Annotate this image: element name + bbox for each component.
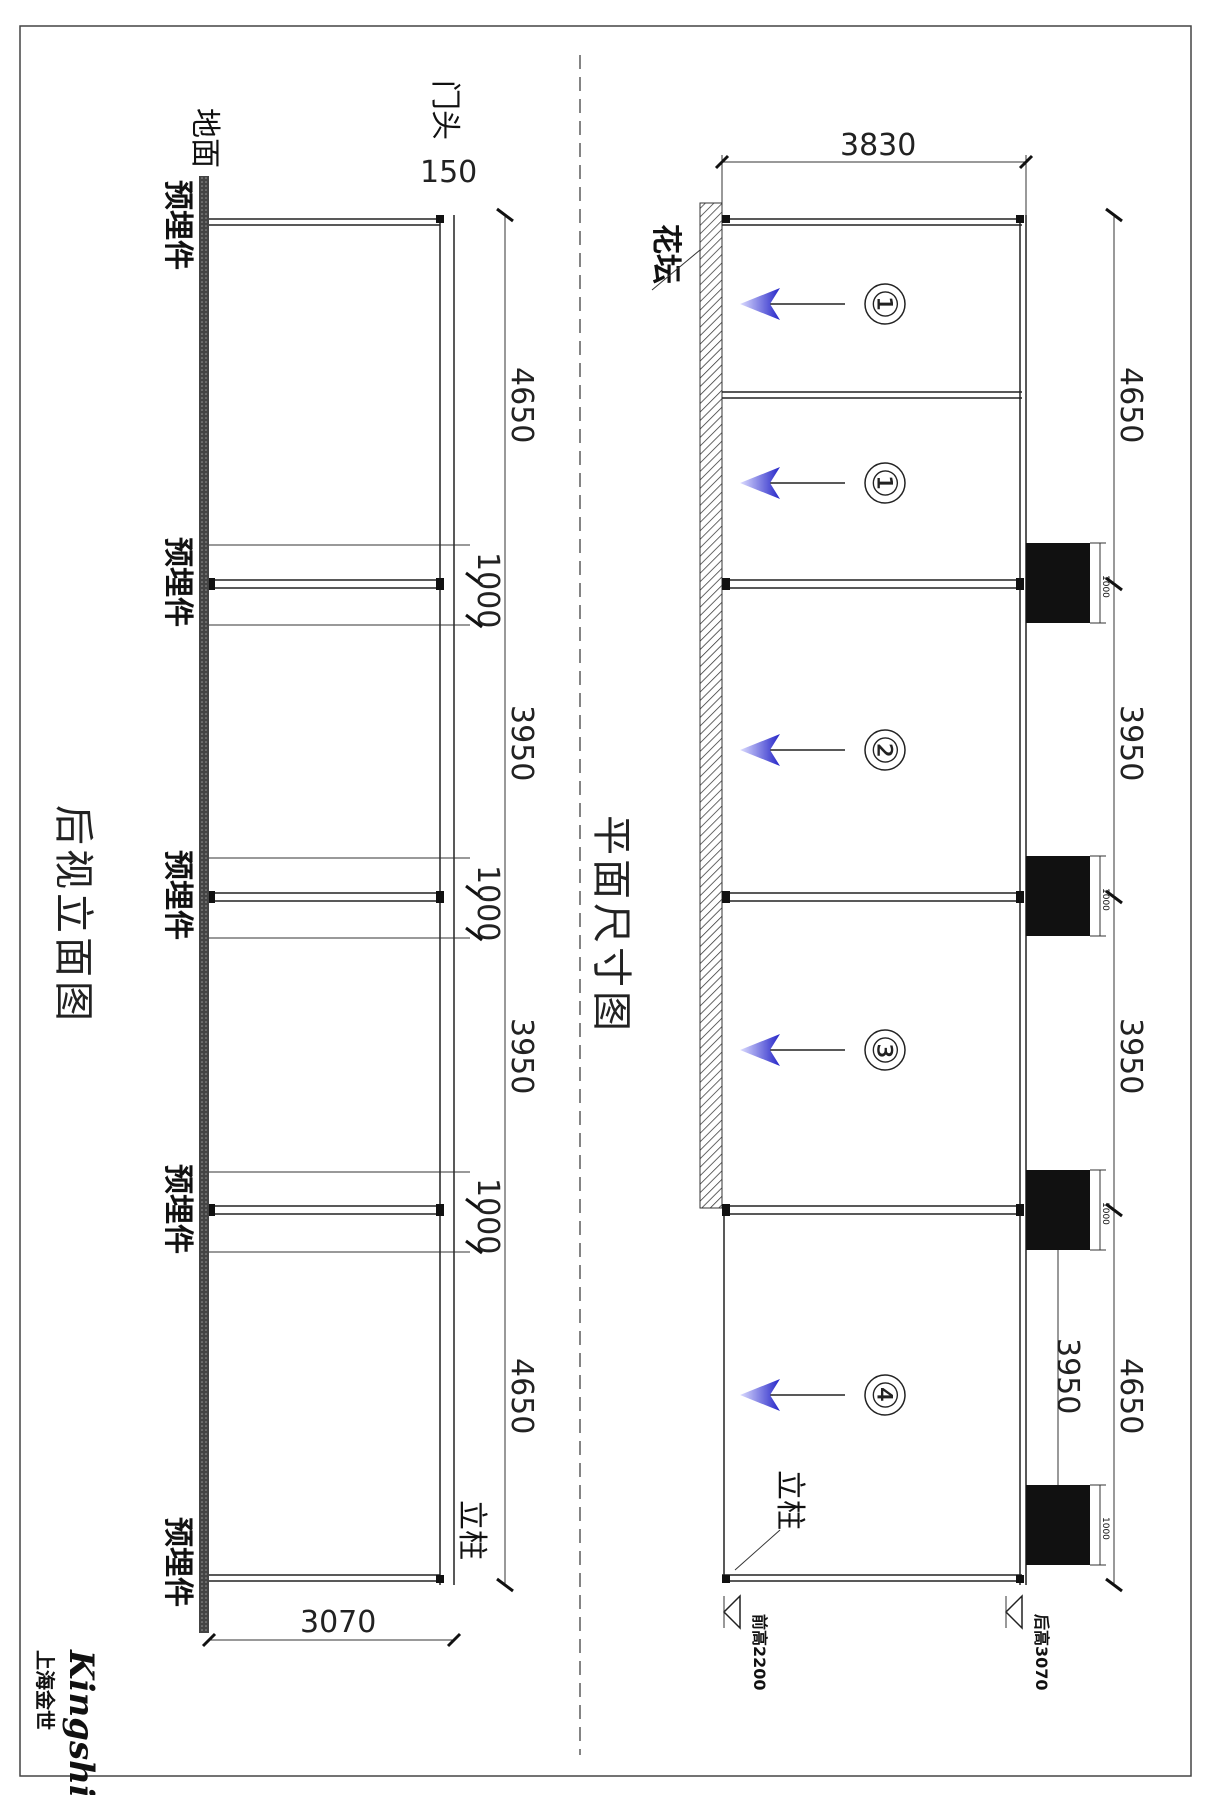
- plan-width-dim: 3830: [840, 128, 916, 163]
- elevation-dim-1: 4650: [504, 367, 539, 443]
- plan-title: 平面尺寸图: [588, 815, 634, 1035]
- zone-1a: ①: [740, 283, 906, 325]
- svg-text:③: ③: [864, 1035, 904, 1065]
- rear-elevation: 地面: [50, 80, 539, 1648]
- rear-height-marker: 后高3070: [1004, 1594, 1051, 1691]
- elevation-dimension-line: [465, 207, 514, 1593]
- elevation-column-label: 立柱: [454, 1500, 489, 1560]
- footing-dim-2: 1000: [1100, 888, 1110, 911]
- arrow-icon: [740, 288, 780, 320]
- elevation-width-dim: 3070: [300, 1605, 376, 1640]
- plan-dim-2: 3950: [1113, 705, 1148, 781]
- embedded-label-3: 预埋件: [160, 850, 195, 940]
- svg-text:①: ①: [864, 289, 904, 319]
- sheet-border: [19, 25, 1192, 1777]
- footing-2: [1026, 856, 1090, 936]
- arrow-icon: [740, 467, 780, 499]
- plan-column-label: 立柱: [772, 1470, 807, 1530]
- door-head-dim: 150: [420, 155, 477, 190]
- logo-subtitle: 上海金世: [33, 1650, 57, 1730]
- rear-height-label: 后高3070: [1032, 1614, 1051, 1691]
- footing-3: [1026, 1170, 1090, 1250]
- embedded-label-2: 预埋件: [160, 537, 195, 627]
- embedded-label-5: 预埋件: [160, 1517, 195, 1607]
- footing-4: [1026, 1485, 1090, 1565]
- footing-dim-4: 1000: [1100, 1517, 1110, 1540]
- plan-inner-dim: 3950: [1050, 1338, 1085, 1414]
- company-logo: Kingshi 上海金世: [33, 1649, 101, 1795]
- flowerbed-wall: [699, 202, 723, 1209]
- footing-dim-1: 1000: [1100, 575, 1110, 598]
- logo-text: Kingshi: [61, 1649, 101, 1795]
- flowerbed-label: 花坛: [648, 224, 683, 284]
- svg-text:①: ①: [864, 468, 904, 498]
- elevation-dim-4: 4650: [504, 1358, 539, 1434]
- zone-3: ③: [740, 1029, 906, 1071]
- ground-strip: [199, 176, 209, 1633]
- zone-1b: ①: [740, 462, 906, 504]
- arrow-icon: [740, 1379, 780, 1411]
- plan-dim-3: 3950: [1113, 1018, 1148, 1094]
- plan-dim-1: 4650: [1113, 367, 1148, 443]
- svg-text:②: ②: [864, 735, 904, 765]
- elevation-post-gaps: [209, 544, 470, 1253]
- ground-label: 地面: [187, 108, 222, 168]
- arrow-icon: [740, 734, 780, 766]
- elevation-dim-3: 3950: [504, 1018, 539, 1094]
- arrow-icon: [740, 1034, 780, 1066]
- elevation-dim-2: 3950: [504, 705, 539, 781]
- zone-4: ④: [740, 1374, 906, 1416]
- elevation-title: 后视立面图: [50, 805, 96, 1025]
- embedded-label-4: 预埋件: [160, 1164, 195, 1254]
- floor-plan: 花坛: [588, 128, 1148, 1691]
- elevation-gap-1: 1000: [470, 552, 505, 628]
- svg-text:④: ④: [864, 1380, 904, 1410]
- plan-dimension-line: [1105, 207, 1123, 1593]
- front-height-marker: 前高2200: [722, 1594, 769, 1691]
- door-head-label: 门头: [427, 80, 462, 140]
- front-height-label: 前高2200: [750, 1614, 769, 1691]
- elevation-gap-2: 1000: [470, 865, 505, 941]
- embedded-label-1: 预埋件: [160, 180, 195, 270]
- elevation-gap-3: 1000: [470, 1178, 505, 1254]
- footing-dim-3: 1000: [1100, 1202, 1110, 1225]
- footing-1: [1026, 543, 1090, 623]
- zone-2: ②: [740, 729, 906, 771]
- plan-dim-4: 4650: [1113, 1358, 1148, 1434]
